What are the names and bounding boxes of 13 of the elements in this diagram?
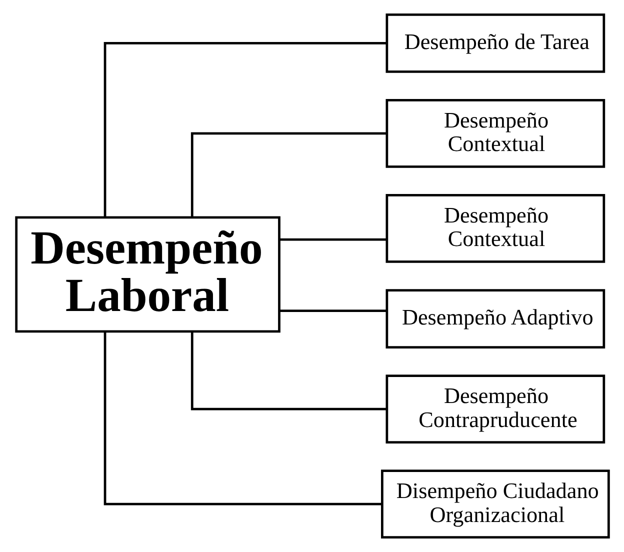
- connector: [279, 310, 386, 312]
- node-box: Disempeño Ciudadano Organizacional: [380, 470, 610, 538]
- node-box: Desempeño Contrapruducente: [385, 374, 605, 444]
- connector: [103, 42, 386, 218]
- connector: [103, 332, 382, 506]
- connector: [190, 132, 386, 218]
- connector: [190, 332, 386, 410]
- node-box: Desempeño Contextual: [385, 194, 605, 263]
- connector: [279, 238, 386, 241]
- node-box: Desempeño de Tarea: [385, 14, 605, 73]
- node-box: Desempeño Adaptivo: [385, 289, 605, 348]
- node-box: Desempeño Contextual: [385, 99, 605, 168]
- node-box: Desempeño Laboral: [14, 216, 280, 333]
